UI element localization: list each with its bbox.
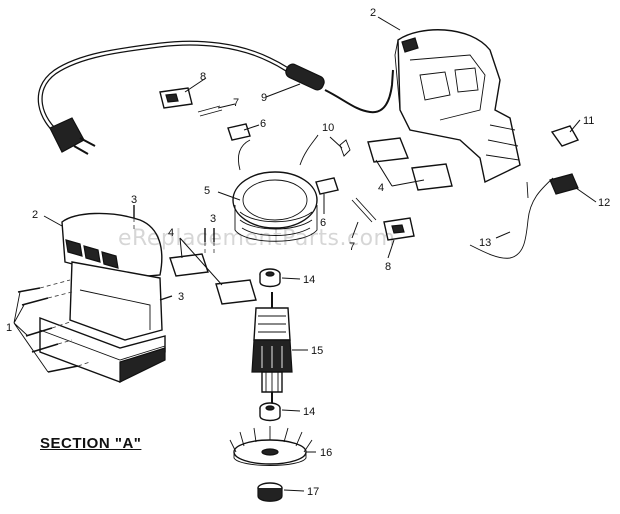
callout-1: 1 [6, 322, 12, 334]
callout-17: 17 [307, 486, 319, 498]
callout-16: 16 [320, 447, 332, 459]
power-cord [37, 40, 394, 137]
armature [251, 292, 293, 410]
callout-13: 13 [479, 237, 491, 249]
watermark: eReplacementParts.com [118, 226, 396, 251]
bearing-bottom [257, 482, 283, 502]
callout-4-lower: 4 [168, 227, 174, 239]
lower-housing [61, 212, 163, 341]
callout-6-lower: 6 [320, 217, 326, 229]
switch-assembly [469, 125, 580, 259]
brush-holder-upper [159, 87, 251, 141]
callout-10: 10 [322, 122, 334, 134]
plug [49, 117, 96, 155]
callout-15: 15 [311, 345, 323, 357]
bearing-upper [259, 268, 281, 288]
callout-7-upper: 7 [233, 97, 239, 109]
brush-terminal [339, 139, 351, 157]
base-screws [13, 279, 91, 373]
switch-plate-upper [367, 137, 453, 191]
callout-11: 11 [583, 115, 594, 127]
callout-3-low: 3 [178, 291, 184, 303]
callout-2-upper: 2 [370, 7, 376, 19]
callout-9: 9 [261, 92, 267, 104]
housing-screws [133, 205, 215, 301]
callout-labels: 1 2 2 3 3 3 4 4 5 6 6 7 7 8 8 9 10 11 12… [6, 7, 610, 498]
callout-6-upper: 6 [260, 118, 266, 130]
bearing-lower [259, 402, 281, 422]
section-title: SECTION "A" [40, 435, 142, 452]
callout-8-upper: 8 [200, 71, 206, 83]
callout-12: 12 [598, 197, 610, 209]
callout-3-mid: 3 [210, 213, 216, 225]
field-coil [232, 134, 319, 242]
brush-holder-lower [315, 177, 415, 241]
fan [229, 426, 313, 466]
callout-4-upper: 4 [378, 182, 384, 194]
callout-8-lower: 8 [385, 261, 391, 273]
leader-lines [43, 16, 597, 492]
upper-housing [394, 29, 521, 184]
switch-plate-lower [169, 253, 257, 305]
callout-7-lower: 7 [349, 241, 355, 253]
callout-3-top: 3 [131, 194, 137, 206]
callout-5: 5 [204, 185, 210, 197]
base-pad [39, 316, 166, 383]
callout-2-lower: 2 [32, 209, 38, 221]
callout-14-upper: 14 [303, 274, 315, 286]
callout-14-lower: 14 [303, 406, 315, 418]
